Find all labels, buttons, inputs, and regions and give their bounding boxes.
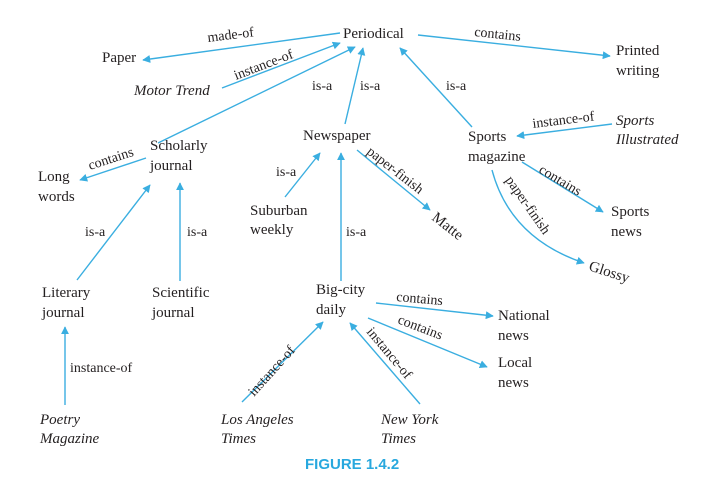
node-sports-magazine: Sports magazine bbox=[468, 129, 526, 165]
node-suburban-weekly: Suburban weekly bbox=[250, 203, 311, 238]
node-periodical: Periodical bbox=[343, 26, 404, 42]
node-paper: Paper bbox=[102, 50, 136, 66]
node-new-york-times: New York Times bbox=[380, 412, 442, 447]
node-los-angeles-times: Los Angeles Times bbox=[220, 412, 297, 447]
edge-sports-magazine-is-a-periodical bbox=[399, 47, 473, 128]
edge-big-city-daily-contains-national-news bbox=[375, 302, 494, 320]
label-is-a-newspaper: is-a bbox=[360, 79, 381, 94]
node-sports-news: Sports news bbox=[611, 204, 653, 240]
label-is-a-suburban: is-a bbox=[276, 165, 297, 180]
label-contains-printed-writing: contains bbox=[474, 25, 522, 45]
label-instance-of-poetry: instance-of bbox=[70, 361, 133, 376]
label-instance-of-motor-trend: instance-of bbox=[232, 47, 296, 83]
edge-sports-magazine-paper-finish-glossy bbox=[491, 169, 585, 265]
label-paper-finish-matte: paper-finish bbox=[364, 144, 426, 197]
edge-literary-journal-is-a-scholarly-journal bbox=[76, 184, 151, 281]
label-is-a-scientific: is-a bbox=[187, 225, 208, 240]
edge-newspaper-paper-finish-matte bbox=[356, 149, 431, 211]
node-poetry-magazine: Poetry Magazine bbox=[39, 412, 100, 447]
node-big-city-daily: Big-city daily bbox=[316, 282, 369, 318]
node-scientific-journal: Scientific journal bbox=[151, 285, 213, 321]
node-printed-writing: Printed writing bbox=[616, 43, 663, 79]
node-national-news: National news bbox=[498, 308, 553, 344]
edge-big-city-daily-contains-local-news bbox=[367, 317, 488, 368]
edge-periodical-contains-printed-writing bbox=[417, 34, 611, 60]
edge-newspaper-is-a-periodical bbox=[344, 47, 366, 125]
figure-caption: FIGURE 1.4.2 bbox=[305, 456, 399, 473]
edge-new-york-times-instance-of-big-city-daily bbox=[349, 322, 421, 405]
edge-scholarly-journal-is-a-periodical bbox=[157, 46, 356, 144]
label-made-of: made-of bbox=[207, 25, 255, 46]
label-contains-national-news: contains bbox=[396, 290, 444, 309]
label-is-a-big-city: is-a bbox=[346, 225, 367, 240]
label-instance-of-la-times: instance-of bbox=[246, 343, 299, 400]
edge-scholarly-journal-contains-long-words bbox=[79, 157, 147, 182]
label-is-a-scholarly: is-a bbox=[312, 79, 333, 94]
label-contains-sports-news: contains bbox=[536, 163, 584, 200]
label-is-a-sports-magazine: is-a bbox=[446, 79, 467, 94]
node-newspaper: Newspaper bbox=[303, 128, 370, 144]
edge-motor-trend-instance-of-periodical bbox=[221, 41, 341, 89]
edge-sports-magazine-contains-sports-news bbox=[521, 161, 604, 213]
edge-sports-illustrated-instance-of-sports-magazine bbox=[516, 123, 613, 140]
edge-periodical-made-of-paper bbox=[142, 32, 341, 63]
label-is-a-literary: is-a bbox=[85, 225, 106, 240]
node-scholarly-journal: Scholarly journal bbox=[149, 138, 211, 174]
node-motor-trend: Motor Trend bbox=[133, 83, 210, 99]
node-glossy: Glossy bbox=[587, 259, 632, 287]
edge-los-angeles-times-instance-of-big-city-daily bbox=[241, 321, 324, 403]
label-paper-finish-glossy: paper-finish bbox=[502, 174, 553, 238]
node-long-words: Long words bbox=[38, 169, 75, 205]
node-sports-illustrated: Sports Illustrated bbox=[615, 113, 679, 148]
node-matte: Matte bbox=[429, 210, 467, 244]
edges bbox=[61, 32, 613, 405]
edge-suburban-weekly-is-a-newspaper bbox=[284, 152, 321, 198]
label-instance-of-sports-illustrated: instance-of bbox=[532, 109, 596, 132]
nodes: Periodical Paper Printed writing Motor T… bbox=[38, 26, 679, 447]
node-literary-journal: Literary journal bbox=[41, 285, 94, 321]
node-local-news: Local news bbox=[498, 355, 536, 391]
